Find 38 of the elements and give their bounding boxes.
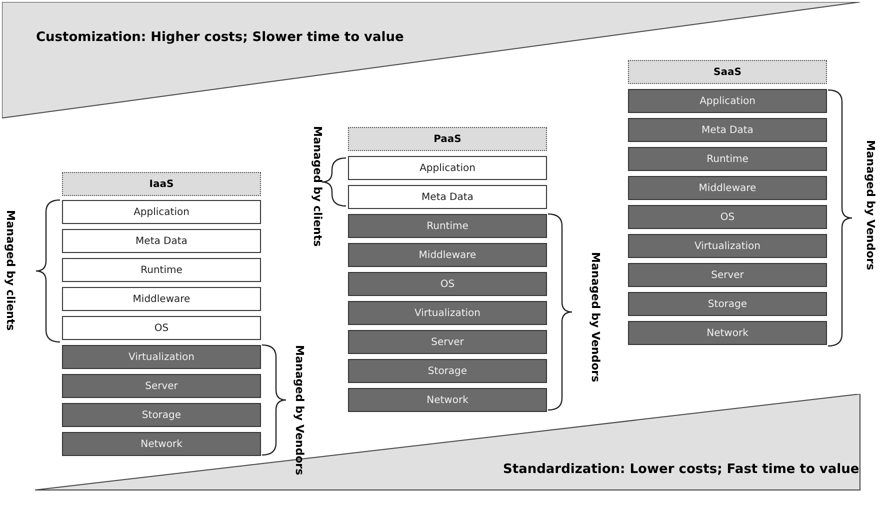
vendor-layer: Runtime [628,147,827,171]
bracket-label: Managed by Vendors [589,252,602,382]
vendor-layer: Meta Data [628,118,827,142]
service-header: IaaS [62,172,261,196]
bracket-label: Managed by Vendors [293,345,306,476]
client-layer: Middleware [62,287,261,311]
bracket-label: Managed by clients [311,126,324,247]
client-layer: OS [62,316,261,340]
band-caption: Standardization: Lower costs; Fast time to value [503,462,860,477]
client-layer: Application [62,200,261,224]
vendor-layer: Application [628,89,827,113]
vendor-layer: Storage [348,359,547,383]
vendor-layer: Server [628,263,827,287]
vendor-layer: Network [628,321,827,345]
vendor-layer: Virtualization [628,234,827,258]
vendor-layer: Server [348,330,547,354]
client-layer: Meta Data [62,229,261,253]
client-layer: Application [348,156,547,180]
vendor-layer: OS [628,205,827,229]
vendor-layer: Virtualization [62,345,261,369]
client-layer: Runtime [62,258,261,282]
bracket-label: Managed by clients [4,210,17,331]
wedge-band [2,2,862,120]
vendor-layer: Server [62,374,261,398]
vendor-layer: Network [62,432,261,456]
vendor-layer: Storage [62,403,261,427]
vendor-layer: Network [348,388,547,412]
band-caption: Customization: Higher costs; Slower time to value [36,30,404,45]
vendor-layer: OS [348,272,547,296]
client-layer: Meta Data [348,185,547,209]
vendor-layer: Runtime [348,214,547,238]
bracket-label: Managed by Vendors [864,140,877,270]
service-header: SaaS [628,60,827,84]
vendor-layer: Virtualization [348,301,547,325]
vendor-layer: Middleware [348,243,547,267]
vendor-layer: Middleware [628,176,827,200]
vendor-layer: Storage [628,292,827,316]
service-header: PaaS [348,127,547,151]
